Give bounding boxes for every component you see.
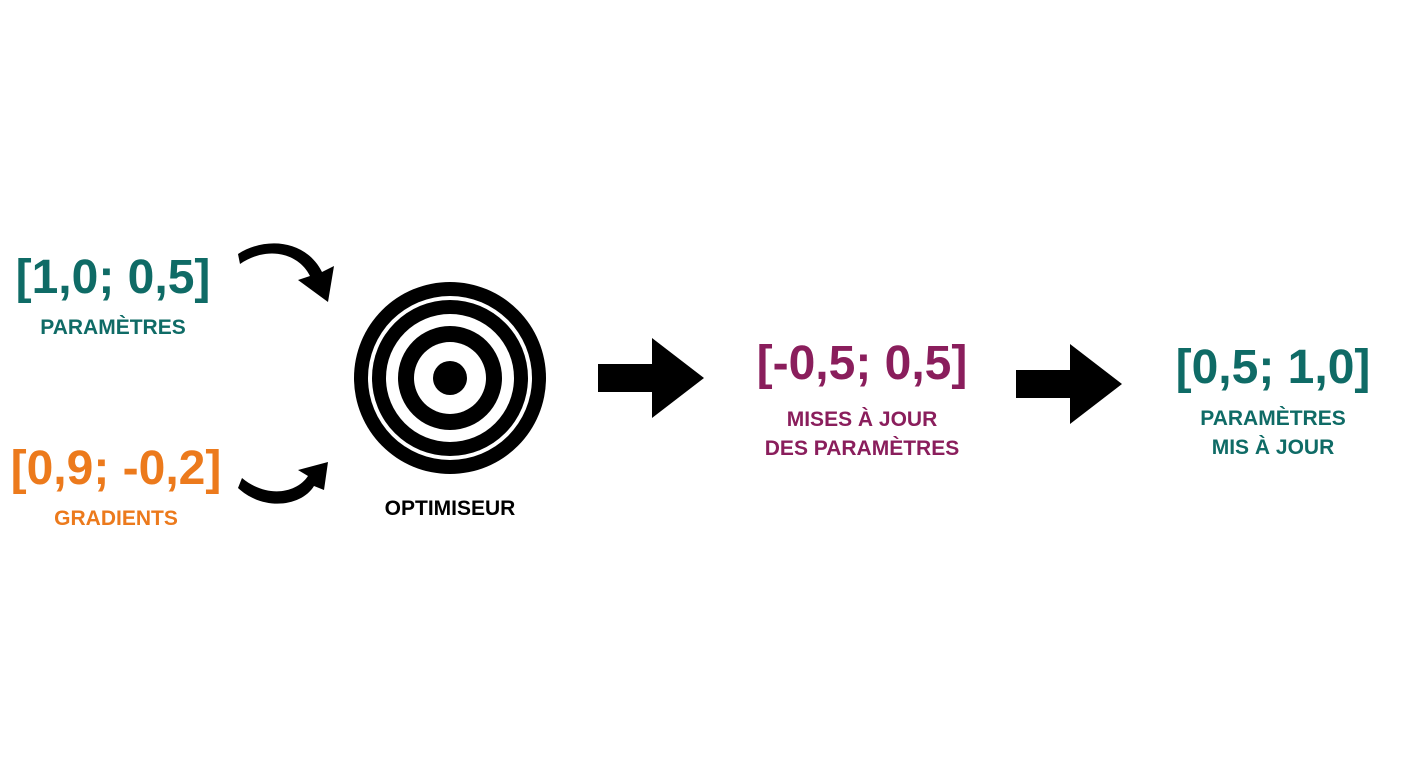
updates-label-line-1: MISES À JOUR xyxy=(786,408,938,431)
gradients-vector: [0,9; -0,2] xyxy=(10,442,222,495)
parameters-label: PARAMÈTRES xyxy=(40,316,186,339)
target-icon xyxy=(354,282,546,474)
curved-arrow-icon xyxy=(238,462,328,504)
parameters-node: [1,0; 0,5] PARAMÈTRES xyxy=(0,254,226,342)
optimizer-label: OPTIMISEUR xyxy=(384,497,516,520)
updates-label-line-2: DES PARAMÈTRES xyxy=(764,437,960,460)
parameters-vector: [1,0; 0,5] xyxy=(15,251,211,304)
updates-label: MISES À JOUR DES PARAMÈTRES xyxy=(740,405,984,463)
gradients-label: GRADIENTS xyxy=(54,507,178,530)
result-vector: [0,5; 1,0] xyxy=(1175,341,1371,394)
result-label-line-1: PARAMÈTRES xyxy=(1200,407,1346,430)
right-arrow-icon xyxy=(1016,344,1122,424)
updates-vector: [-0,5; 0,5] xyxy=(756,337,968,390)
updates-node: [-0,5; 0,5] MISES À JOUR DES PARAMÈTRES xyxy=(740,340,984,463)
result-label: PARAMÈTRES MIS À JOUR xyxy=(1160,404,1386,462)
result-node: [0,5; 1,0] PARAMÈTRES MIS À JOUR xyxy=(1160,344,1386,462)
curved-arrow-icon xyxy=(238,243,334,302)
gradients-node: [0,9; -0,2] GRADIENTS xyxy=(0,445,232,533)
result-label-line-2: MIS À JOUR xyxy=(1211,436,1335,459)
right-arrow-icon xyxy=(598,338,704,418)
